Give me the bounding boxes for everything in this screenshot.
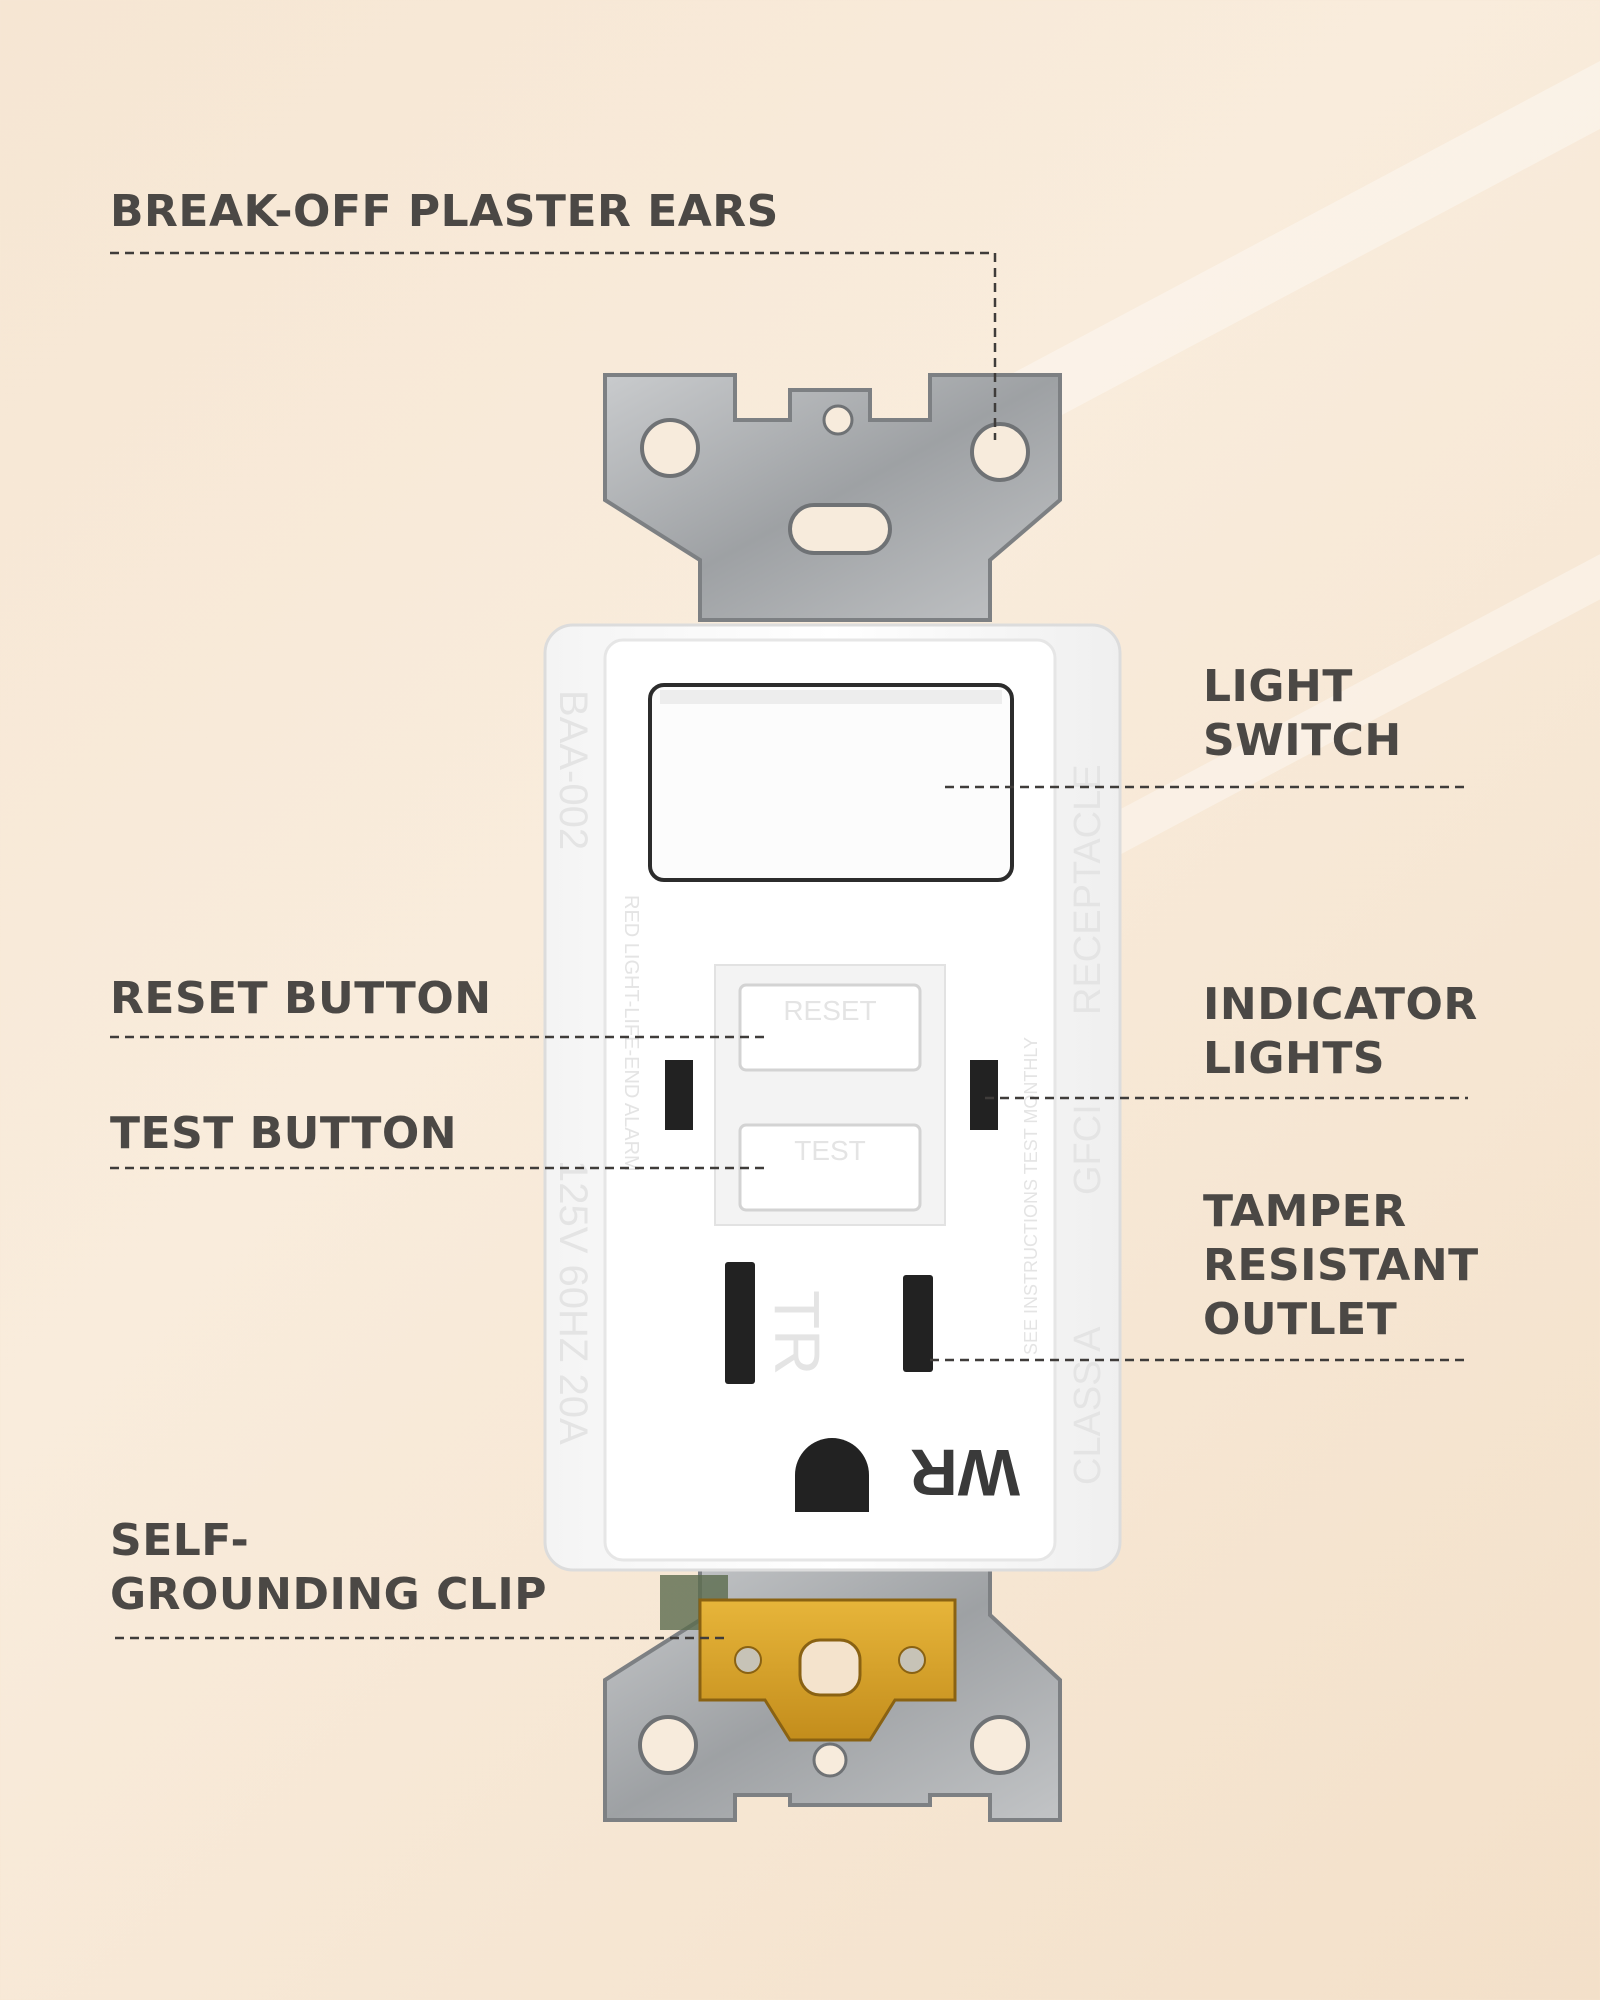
marking-reset: RESET [783,995,876,1026]
label-reset-button: RESET BUTTON [110,973,492,1024]
tamper-resistant-outlet [725,1262,933,1512]
label-grounding-clip: SELF- GROUNDING CLIP [110,1515,548,1620]
marking-tr: TR [761,1290,833,1375]
leader-plaster-ears [110,251,997,440]
plaster-ear-hole-left [640,418,700,478]
self-grounding-clip [660,1575,957,1742]
label-light-switch: LIGHT SWITCH [1203,661,1402,766]
indicator-light-left [665,1060,693,1130]
indicator-light-right [970,1060,998,1130]
marking-alarm: RED LIGHT-LIFE-END ALARM [620,895,642,1172]
marking-wr: WR [910,1436,1020,1510]
marking-receptacle: RECEPTACLE [1067,764,1109,1015]
top-mounting-strap [603,373,1062,622]
label-indicator-lights: INDICATOR LIGHTS [1203,979,1478,1084]
marking-instructions: SEE INSTRUCTIONS TEST MONTHLY [1021,1037,1041,1355]
marking-model: BAA-002 [551,690,595,850]
light-switch-rocker[interactable] [648,683,1014,882]
label-test-button: TEST BUTTON [110,1108,458,1159]
marking-test: TEST [794,1135,866,1166]
label-plaster-ears: BREAK-OFF PLASTER EARS [110,186,779,237]
plaster-ear-hole-right [970,422,1030,482]
marking-gfci: GFCI [1067,1104,1109,1195]
marking-class: CLASS A [1067,1326,1109,1485]
reset-button[interactable] [738,983,922,1072]
marking-rating: 125V 60HZ 20A [551,1160,595,1445]
label-tamper-outlet: TAMPER RESISTANT OUTLET [1203,1186,1479,1345]
